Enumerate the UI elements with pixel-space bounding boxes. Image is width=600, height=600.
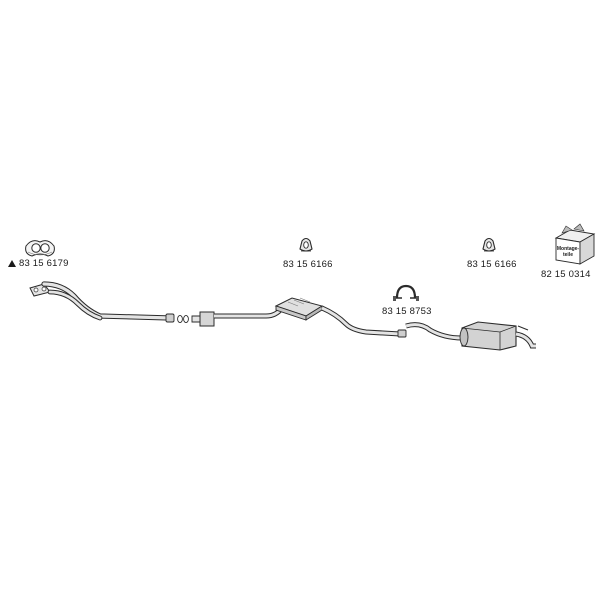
- rubber-mount-icon-1[interactable]: [299, 237, 313, 252]
- gasket-icon[interactable]: [25, 240, 55, 257]
- montage-line-2: teile: [563, 252, 573, 258]
- centre-silencer[interactable]: [274, 297, 401, 337]
- part-number-pipe-clamp[interactable]: 83 15 8753: [382, 306, 432, 317]
- montage-line-1: Montage-: [557, 246, 580, 252]
- part-number-text: 82 15 0314: [541, 269, 591, 280]
- front-pipe[interactable]: [29, 281, 175, 323]
- pipe-clamp-icon[interactable]: [393, 284, 419, 301]
- part-number-text: 83 15 6179: [19, 258, 69, 269]
- connector-rings: [177, 314, 189, 324]
- mounting-kit-box-icon[interactable]: Montage- teile: [554, 223, 596, 265]
- rubber-mount-icon-2[interactable]: [482, 237, 496, 252]
- rear-muffler[interactable]: [397, 321, 536, 351]
- part-number-text: 83 15 6166: [283, 259, 333, 270]
- part-number-text: 83 15 6166: [467, 259, 517, 270]
- part-number-gasket[interactable]: 83 15 6179: [8, 258, 69, 269]
- part-number-mounting-kit[interactable]: 82 15 0314: [541, 269, 591, 280]
- front-silencer[interactable]: [191, 306, 284, 327]
- triangle-warning-icon: [8, 260, 16, 267]
- part-number-rubber-mount-2[interactable]: 83 15 6166: [467, 259, 517, 270]
- part-number-rubber-mount-1[interactable]: 83 15 6166: [283, 259, 333, 270]
- part-number-text: 83 15 8753: [382, 306, 432, 317]
